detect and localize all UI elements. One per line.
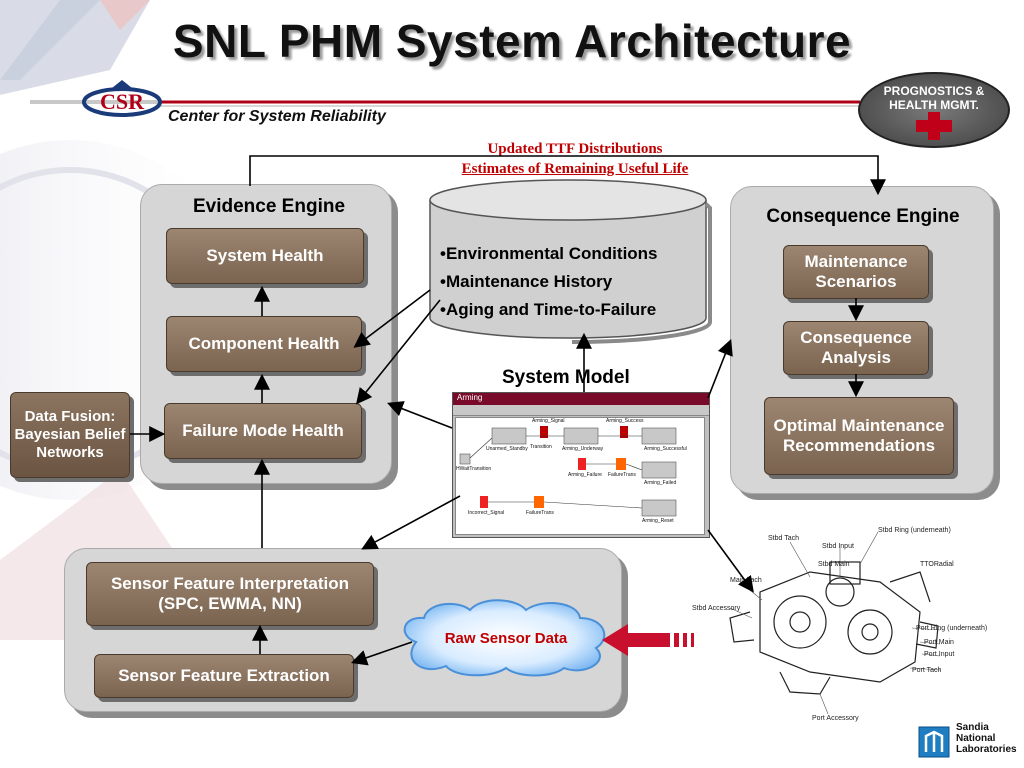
system-model-screenshot: Arming [452, 392, 710, 538]
raw-sensor-data-label: Raw Sensor Data [444, 630, 568, 647]
svg-text:Stbd Accessory: Stbd Accessory [692, 605, 741, 612]
svg-text:Arming_Failure: Arming_Failure [568, 472, 602, 478]
svg-text:Unarmed_Standby: Unarmed_Standby [486, 446, 528, 452]
sandia-thunderbird-icon [918, 726, 950, 758]
maintenance-scenarios-box: Maintenance Scenarios [783, 245, 929, 299]
svg-text:Stbd Tach: Stbd Tach [768, 535, 799, 542]
sandia-logo: Sandia National Laboratories [918, 722, 1018, 764]
system-model-title: System Model [502, 367, 630, 388]
data-fusion-box: Data Fusion: Bayesian Belief Networks [10, 392, 130, 478]
interpretation-label: Sensor Feature Interpretation [110, 573, 350, 593]
system-health-box: System Health [166, 228, 364, 284]
org-name: Center for System Reliability [168, 108, 386, 125]
top-annotation: Updated TTF Distributions Estimates of R… [440, 139, 710, 179]
svg-text:Port Accessory: Port Accessory [812, 715, 859, 722]
component-health-box: Component Health [166, 316, 362, 372]
svg-text:FailureTrans: FailureTrans [608, 472, 636, 478]
screenshot-canvas: Unarmed_Standby Arming_Underway Arming_S… [455, 417, 705, 535]
svg-text:FailureTrans: FailureTrans [526, 510, 554, 516]
engine-diagram: Stbd Tach Stbd Input Stbd Ring (undernea… [692, 527, 987, 722]
evidence-engine-title: Evidence Engine [192, 196, 346, 217]
consequence-analysis-box: Consequence Analysis [783, 321, 929, 375]
input-arrow [602, 624, 694, 656]
annotation-rul: Estimates of Remaining Useful Life [461, 161, 689, 177]
svg-text:Port Ring (underneath): Port Ring (underneath) [916, 625, 987, 632]
database-items: •Environmental Conditions •Maintenance H… [440, 240, 710, 324]
svg-text:Arming_Reset: Arming_Reset [642, 518, 674, 524]
medical-cross-icon [916, 112, 952, 140]
svg-text:Port Tach: Port Tach [912, 667, 942, 674]
page-title: SNL PHM System Architecture [172, 15, 852, 67]
svg-text:Port Main: Port Main [924, 639, 954, 646]
svg-text:Transition: Transition [530, 444, 552, 450]
db-item-environmental: •Environmental Conditions [440, 244, 658, 263]
svg-text:Arming_Underway: Arming_Underway [562, 446, 604, 452]
svg-text:Incorrect_Signal: Incorrect_Signal [468, 510, 504, 516]
svg-text:CSR: CSR [100, 89, 145, 114]
interpretation-methods: (SPC, EWMA, NN) [158, 594, 302, 613]
svg-text:Arming_Signal: Arming_Signal [532, 418, 565, 424]
phm-badge: PROGNOSTICS & HEALTH MGMT. [858, 72, 1010, 148]
svg-text:Stbd Ring (underneath): Stbd Ring (underneath) [878, 527, 951, 534]
svg-text:Stbd Main: Stbd Main [818, 561, 850, 568]
failure-mode-health-box: Failure Mode Health [164, 403, 362, 459]
svg-text:Main Tach: Main Tach [730, 577, 762, 584]
screenshot-titlebar: Arming [453, 393, 709, 405]
svg-text:Stbd Input: Stbd Input [822, 543, 854, 550]
svg-text:HWaitTransition: HWaitTransition [456, 466, 491, 472]
svg-text:Arming_Failed: Arming_Failed [644, 480, 676, 486]
annotation-ttf: Updated TTF Distributions [487, 141, 663, 157]
db-item-aging: •Aging and Time-to-Failure [440, 300, 657, 319]
db-item-maintenance-history: •Maintenance History [440, 272, 613, 291]
svg-text:Port Input: Port Input [924, 651, 954, 658]
sandia-name: Sandia National Laboratories [956, 722, 1017, 755]
optimal-maintenance-box: Optimal Maintenance Recommendations [764, 397, 954, 475]
sensor-feature-extraction-box: Sensor Feature Extraction [94, 654, 354, 698]
svg-text:TTORadial: TTORadial [920, 561, 954, 568]
raw-sensor-data-cloud [403, 599, 606, 677]
svg-text:Arming_Success: Arming_Success [606, 418, 644, 424]
csr-logo: CSR [82, 80, 162, 118]
sensor-feature-interpretation-box: Sensor Feature Interpretation (SPC, EWMA… [86, 562, 374, 626]
consequence-engine-title: Consequence Engine [766, 206, 960, 227]
svg-text:Arming_Successful: Arming_Successful [644, 446, 687, 452]
